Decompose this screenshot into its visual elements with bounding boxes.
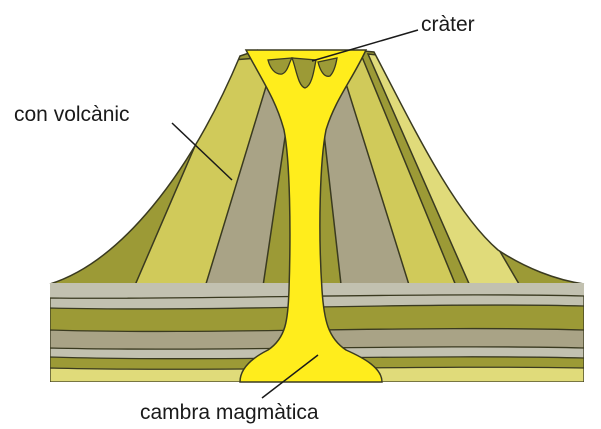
crater-label: cràter (421, 14, 475, 35)
volcanic-cone-label: con volcànic (14, 104, 130, 125)
magma-chamber-label: cambra magmàtica (140, 402, 319, 423)
